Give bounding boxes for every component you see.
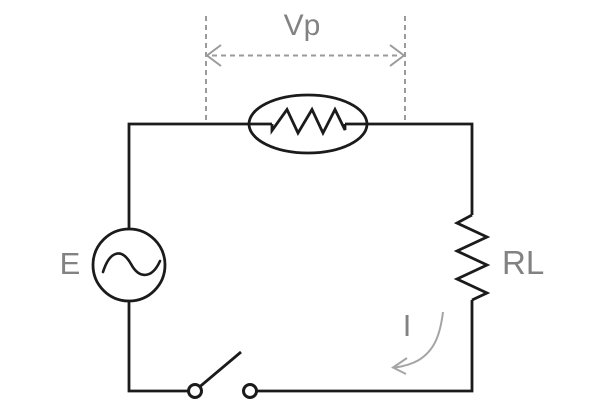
switch-contact-right-icon bbox=[242, 383, 258, 399]
sine-wave-icon bbox=[101, 252, 162, 277]
current-label: I bbox=[403, 308, 412, 343]
switch-contact-left-icon bbox=[187, 383, 203, 399]
wire-top-right bbox=[345, 122, 474, 215]
annotation-layer bbox=[205, 16, 406, 122]
load-resistor-zigzag-icon bbox=[453, 213, 491, 302]
vp-arrowhead-right-icon bbox=[389, 44, 406, 67]
switch-lever-icon bbox=[199, 350, 242, 388]
probe-voltage-label: Vp bbox=[284, 9, 321, 42]
vp-arrowhead-left-icon bbox=[205, 44, 222, 67]
wire-bottom-right bbox=[256, 300, 474, 393]
label-layer: Vp E RL I bbox=[60, 9, 545, 343]
wire-top-left bbox=[127, 122, 272, 229]
oval-resistor-body-icon bbox=[247, 93, 369, 155]
oval-resistor-zigzag-icon bbox=[270, 106, 347, 137]
load-resistor-label: RL bbox=[502, 244, 544, 281]
current-arrow-curve-icon bbox=[394, 311, 444, 369]
current-arrowhead-icon bbox=[391, 357, 408, 375]
wire-layer bbox=[91, 93, 491, 399]
ac-source-circle-icon bbox=[91, 227, 167, 303]
current-arrow-group bbox=[391, 311, 444, 375]
wire-bottom-left bbox=[127, 301, 189, 393]
source-label: E bbox=[60, 246, 81, 281]
